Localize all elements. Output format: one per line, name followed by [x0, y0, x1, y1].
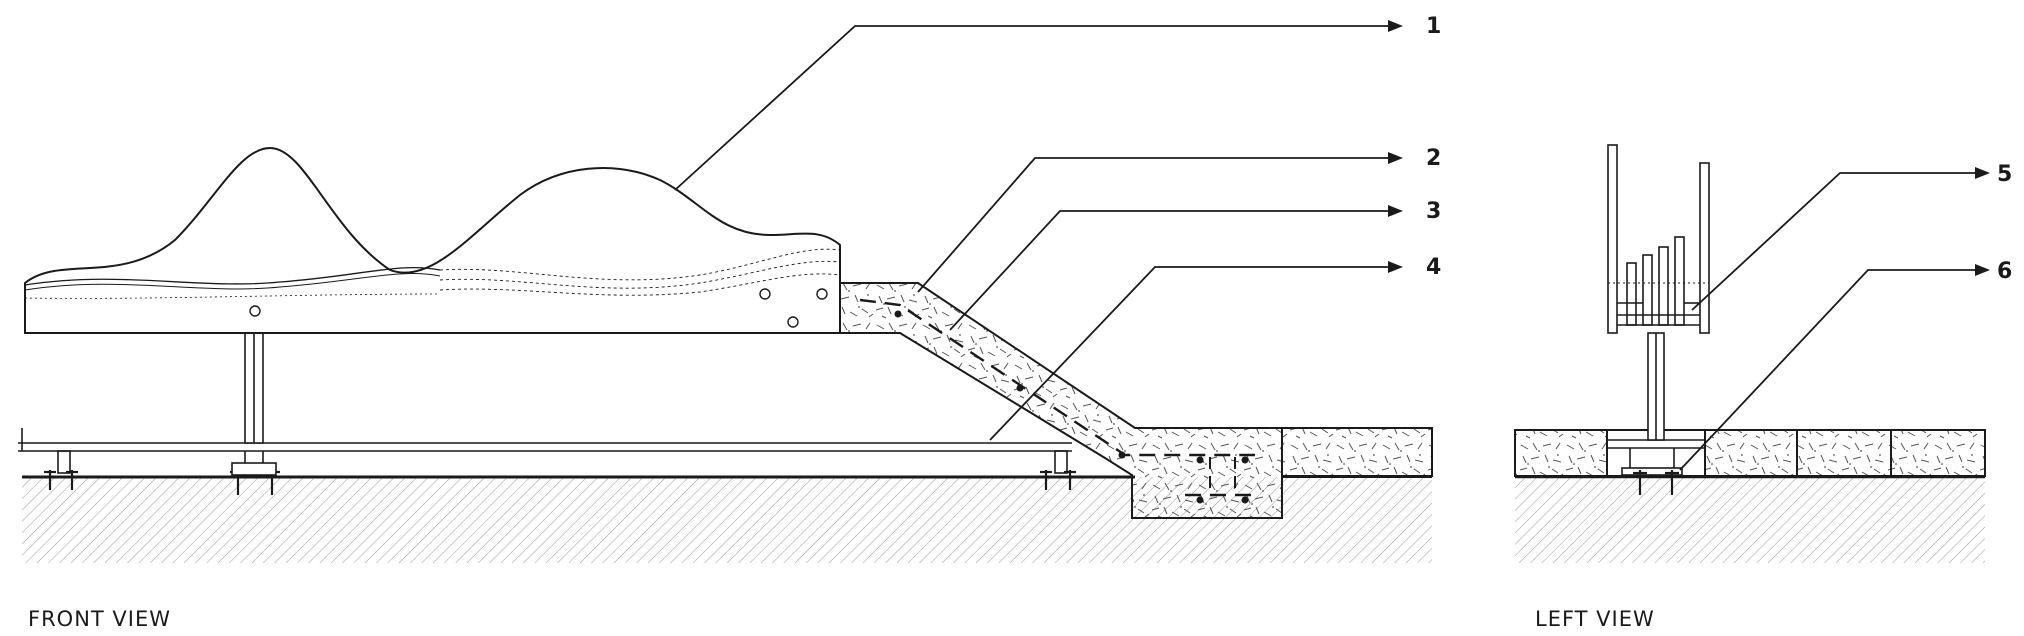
callout-arrows-left: [1975, 167, 1990, 276]
concrete-slab: [1281, 427, 1433, 477]
rebar-points: [894, 310, 1249, 504]
callout-6: 6: [1997, 259, 2012, 284]
callout-2: 2: [1426, 146, 1441, 171]
concrete-ramp: [839, 282, 1283, 519]
rebar-line: [859, 298, 1255, 457]
bench-fins: [1607, 144, 1710, 334]
left-view: 5 6: [1514, 144, 2012, 563]
callout-3: 3: [1426, 199, 1441, 224]
wavy-bench: [24, 146, 841, 334]
left-slabs: [1514, 429, 1986, 477]
callout-1: 1: [1426, 14, 1441, 39]
callout-leaders-left: [1679, 172, 1978, 471]
left-view-title: LEFT VIEW: [1535, 607, 1655, 631]
callout-4: 4: [1426, 255, 1441, 280]
support-column: [231, 332, 277, 476]
front-view-title: FRONT VIEW: [28, 607, 172, 631]
front-view: 1 2 3 4: [18, 14, 1441, 563]
left-column: [1607, 332, 1705, 476]
left-anchor-bolts: [1633, 470, 1679, 495]
rail-support: [57, 450, 1068, 474]
callout-arrows-front: [1388, 20, 1403, 273]
callout-5: 5: [1997, 162, 2012, 187]
left-soil: [1515, 477, 1985, 563]
callout-leaders-front: [674, 25, 1390, 441]
